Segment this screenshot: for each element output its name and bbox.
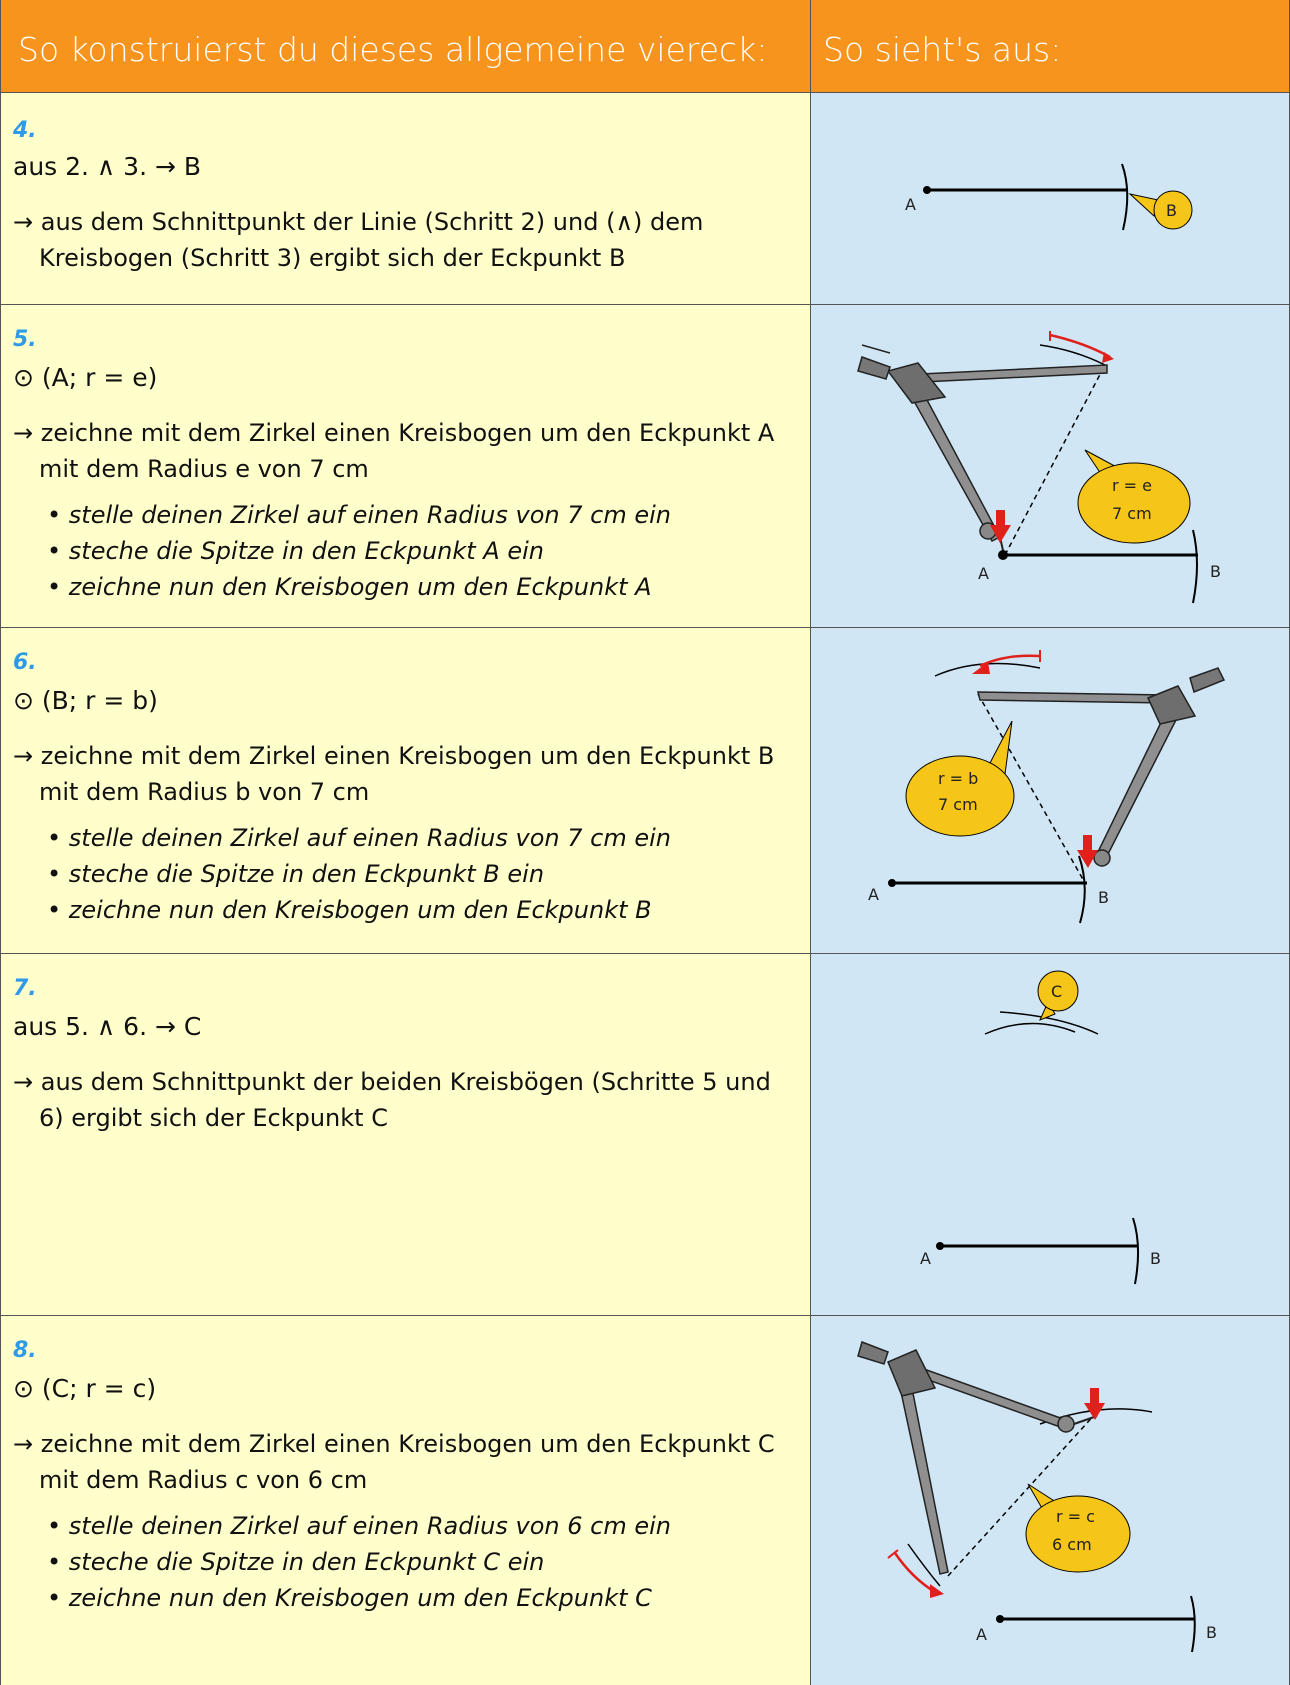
step-row-7: 7. aus 5. ∧ 6. → C → aus dem Schnittpunk… (0, 954, 1290, 1315)
step-formula: aus 2. ∧ 3. → B (13, 152, 202, 181)
bubble-radius-value: 7 cm (938, 795, 978, 814)
table-header: So konstruierst du dieses allgemeine vie… (0, 0, 1290, 92)
sub-instruction: • zeichne nun den Kreisbogen um den Eckp… (47, 1584, 652, 1612)
step-row-4: 4. aus 2. ∧ 3. → B → aus dem Schnittpunk… (0, 92, 1290, 304)
step-description: → zeichne mit dem Zirkel einen Kreisboge… (13, 1430, 775, 1494)
point-label-a: A (976, 1625, 987, 1644)
step-formula: aus 5. ∧ 6. → C (13, 1012, 202, 1041)
point-label-b: B (1206, 1623, 1217, 1642)
left-column-title: So konstruierst du dieses allgemeine vie… (18, 30, 768, 69)
construction-figure-4: A B (905, 163, 1193, 231)
sub-instruction: • stelle deinen Zirkel auf einen Radius … (47, 824, 671, 852)
sub-instruction: • zeichne nun den Kreisbogen um den Eckp… (47, 896, 652, 924)
step-number: 5. (13, 327, 37, 352)
point-label-a: A (920, 1249, 931, 1268)
point-label-b: B (1150, 1249, 1161, 1268)
construction-figure-6: r = b 7 cm A B (868, 650, 1226, 924)
sub-instruction: • steche die Spitze in den Eckpunkt A ei… (47, 537, 544, 565)
step-row-5: 5. ⊙ (A; r = e) → zeichne mit dem Zirkel… (0, 305, 1290, 627)
bubble-radius-label: r = e (1112, 476, 1152, 495)
point-label-a: A (868, 885, 879, 904)
step-number: 7. (13, 976, 37, 1001)
step-row-8: 8. ⊙ (C; r = c) → zeichne mit dem Zirkel… (0, 1316, 1290, 1685)
step-description: → zeichne mit dem Zirkel einen Kreisboge… (13, 419, 775, 483)
sub-instruction: • steche die Spitze in den Eckpunkt C ei… (47, 1548, 545, 1576)
step-description: → aus dem Schnittpunkt der beiden Kreisb… (13, 1068, 771, 1132)
point-label-a: A (978, 564, 989, 583)
bubble-radius-label: r = c (1056, 1507, 1095, 1526)
sub-instruction: • zeichne nun den Kreisbogen um den Eckp… (47, 573, 652, 601)
step-description: → aus dem Schnittpunkt der Linie (Schrit… (13, 208, 704, 272)
step-formula: ⊙ (A; r = e) (13, 363, 158, 392)
point-bubble-b: B (1166, 201, 1177, 220)
point-label-b: B (1098, 888, 1109, 907)
step-description: → zeichne mit dem Zirkel einen Kreisboge… (13, 742, 775, 806)
step-formula: ⊙ (B; r = b) (13, 686, 158, 715)
point-label-b: B (1210, 562, 1221, 581)
step-row-6: 6. ⊙ (B; r = b) → zeichne mit dem Zirkel… (0, 628, 1290, 953)
bubble-radius-value: 7 cm (1112, 504, 1152, 523)
sub-instruction: • steche die Spitze in den Eckpunkt B ei… (47, 860, 545, 888)
point-label-a: A (905, 195, 916, 214)
point-bubble-c: C (1051, 982, 1062, 1001)
sub-instruction: • stelle deinen Zirkel auf einen Radius … (47, 501, 671, 529)
right-column-title: So sieht's aus: (823, 30, 1062, 69)
construction-figure-8: r = c 6 cm A B (857, 1341, 1217, 1653)
bubble-radius-value: 6 cm (1052, 1535, 1092, 1554)
step-number: 8. (13, 1338, 37, 1363)
construction-figure-5: r = e 7 cm A B (857, 331, 1221, 604)
step-number: 4. (13, 118, 37, 143)
sub-instruction: • stelle deinen Zirkel auf einen Radius … (47, 1512, 671, 1540)
step-formula: ⊙ (C; r = c) (13, 1374, 157, 1403)
bubble-radius-label: r = b (938, 769, 978, 788)
step-number: 6. (13, 650, 37, 675)
construction-figure-7: C A B (920, 970, 1161, 1285)
